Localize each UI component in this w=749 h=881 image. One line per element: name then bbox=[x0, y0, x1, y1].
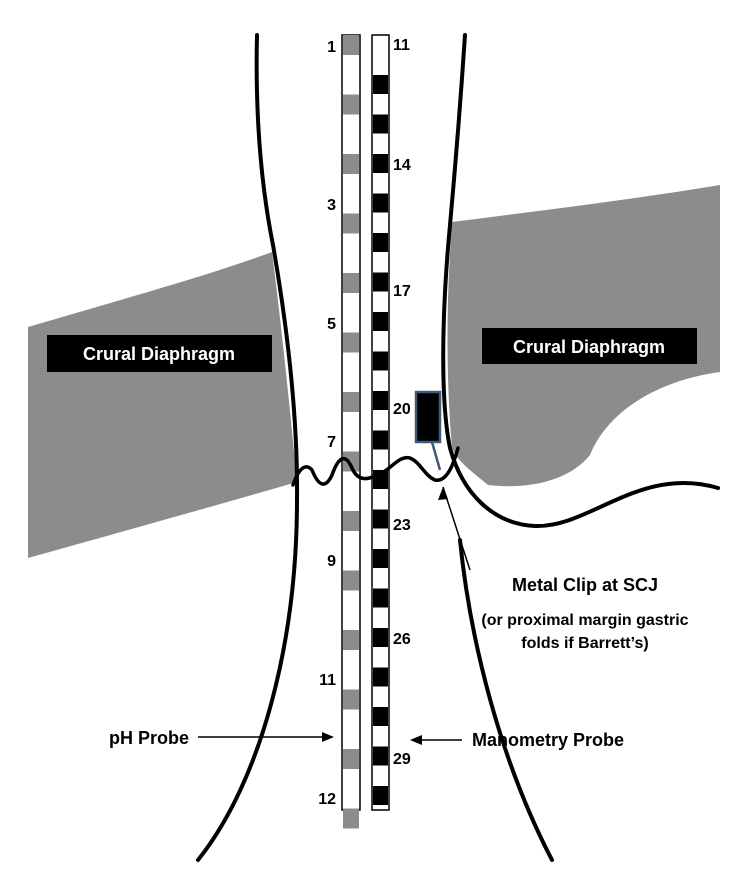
manometry-probe-marker bbox=[373, 746, 388, 766]
squamocolumnar-junction-line bbox=[291, 446, 460, 487]
manometry-probe-markers bbox=[373, 75, 388, 805]
manometry-probe-marker bbox=[373, 588, 388, 608]
ph-probe-marker bbox=[343, 749, 359, 769]
ph-probe-marker bbox=[343, 213, 359, 234]
ph-probe-marker bbox=[343, 332, 359, 353]
ph-probe-markers bbox=[343, 35, 359, 829]
esophagus-right-wall bbox=[441, 33, 720, 529]
crural-diaphragm-right-label-box bbox=[482, 328, 697, 364]
ph-probe-label: pH Probe bbox=[109, 728, 189, 748]
manometry-probe-marker bbox=[373, 233, 388, 252]
ph-sensor-number: 11 bbox=[319, 672, 336, 689]
manometry-probe-marker bbox=[373, 351, 388, 371]
metal-clip-wire bbox=[430, 441, 442, 471]
manometry-probe-marker bbox=[373, 391, 388, 410]
manometry-probe-marker bbox=[373, 786, 388, 805]
metal-clip-arrow-line bbox=[442, 486, 471, 571]
manometry-sensor-number: 23 bbox=[393, 517, 411, 534]
crural-diaphragm-right-label: Crural Diaphragm bbox=[513, 337, 665, 357]
manometry-probe-marker bbox=[373, 549, 388, 568]
ph-probe-marker bbox=[343, 511, 359, 531]
manometry-probe-marker bbox=[373, 509, 388, 529]
ph-probe-marker bbox=[343, 273, 359, 293]
manometry-probe-marker bbox=[373, 628, 388, 647]
ph-probe-marker bbox=[343, 94, 359, 115]
ph-probe-marker bbox=[343, 35, 359, 55]
manometry-sensor-number: 26 bbox=[393, 631, 411, 648]
ph-probe-marker bbox=[343, 570, 359, 591]
manometry-sensor-numbers: 11 14 17 20 23 26 29 bbox=[393, 37, 411, 768]
manometry-probe-marker bbox=[373, 707, 388, 726]
ph-sensor-number: 9 bbox=[327, 553, 336, 570]
ph-probe-marker bbox=[343, 808, 359, 829]
ph-sensor-number: 3 bbox=[327, 197, 336, 214]
ph-probe-marker bbox=[343, 689, 359, 710]
ph-sensor-number: 12 bbox=[318, 791, 336, 808]
manometry-probe-marker bbox=[373, 272, 388, 292]
manometry-probe-column bbox=[371, 34, 390, 811]
ph-probe-marker bbox=[343, 154, 359, 174]
esophagus-left-wall bbox=[196, 33, 300, 862]
manometry-probe-marker bbox=[373, 193, 388, 213]
manometry-probe-marker bbox=[373, 114, 388, 134]
ph-sensor-number: 1 bbox=[327, 39, 336, 56]
manometry-probe-marker bbox=[373, 75, 388, 94]
manometry-probe-arrowhead bbox=[410, 735, 422, 745]
metal-clip bbox=[414, 390, 442, 444]
ph-probe-marker bbox=[343, 451, 359, 472]
metal-clip-note-line1: (or proximal margin gastric bbox=[481, 612, 688, 629]
manometry-probe-marker bbox=[373, 667, 388, 687]
manometry-probe-marker bbox=[373, 312, 388, 331]
manometry-probe-label: Manometry Probe bbox=[472, 730, 624, 750]
ph-sensor-number: 7 bbox=[327, 434, 336, 451]
ph-probe-arrowhead bbox=[322, 732, 334, 742]
manometry-probe-marker bbox=[373, 154, 388, 173]
metal-clip-arrowhead bbox=[438, 487, 448, 500]
metal-clip-note-line2: folds if Barrett’s) bbox=[521, 635, 648, 652]
ph-probe-marker bbox=[343, 392, 359, 412]
ph-sensor-numbers: 1 3 5 7 9 11 12 bbox=[318, 39, 336, 808]
manometry-sensor-number: 17 bbox=[393, 283, 411, 300]
ph-probe-marker bbox=[343, 630, 359, 650]
manometry-sensor-number: 20 bbox=[393, 401, 411, 418]
stomach-lower-wall bbox=[458, 538, 554, 862]
metal-clip-label: Metal Clip at SCJ bbox=[512, 575, 658, 595]
crural-diaphragm-left-label: Crural Diaphragm bbox=[83, 344, 235, 364]
manometry-probe-marker bbox=[373, 430, 388, 450]
manometry-sensor-number: 14 bbox=[393, 157, 411, 174]
crural-diaphragm-left-shape bbox=[28, 252, 297, 558]
manometry-sensor-number: 29 bbox=[393, 751, 411, 768]
crural-diaphragm-left-label-box bbox=[47, 335, 272, 372]
ph-sensor-number: 5 bbox=[327, 316, 336, 333]
manometry-sensor-number: 11 bbox=[393, 37, 410, 54]
